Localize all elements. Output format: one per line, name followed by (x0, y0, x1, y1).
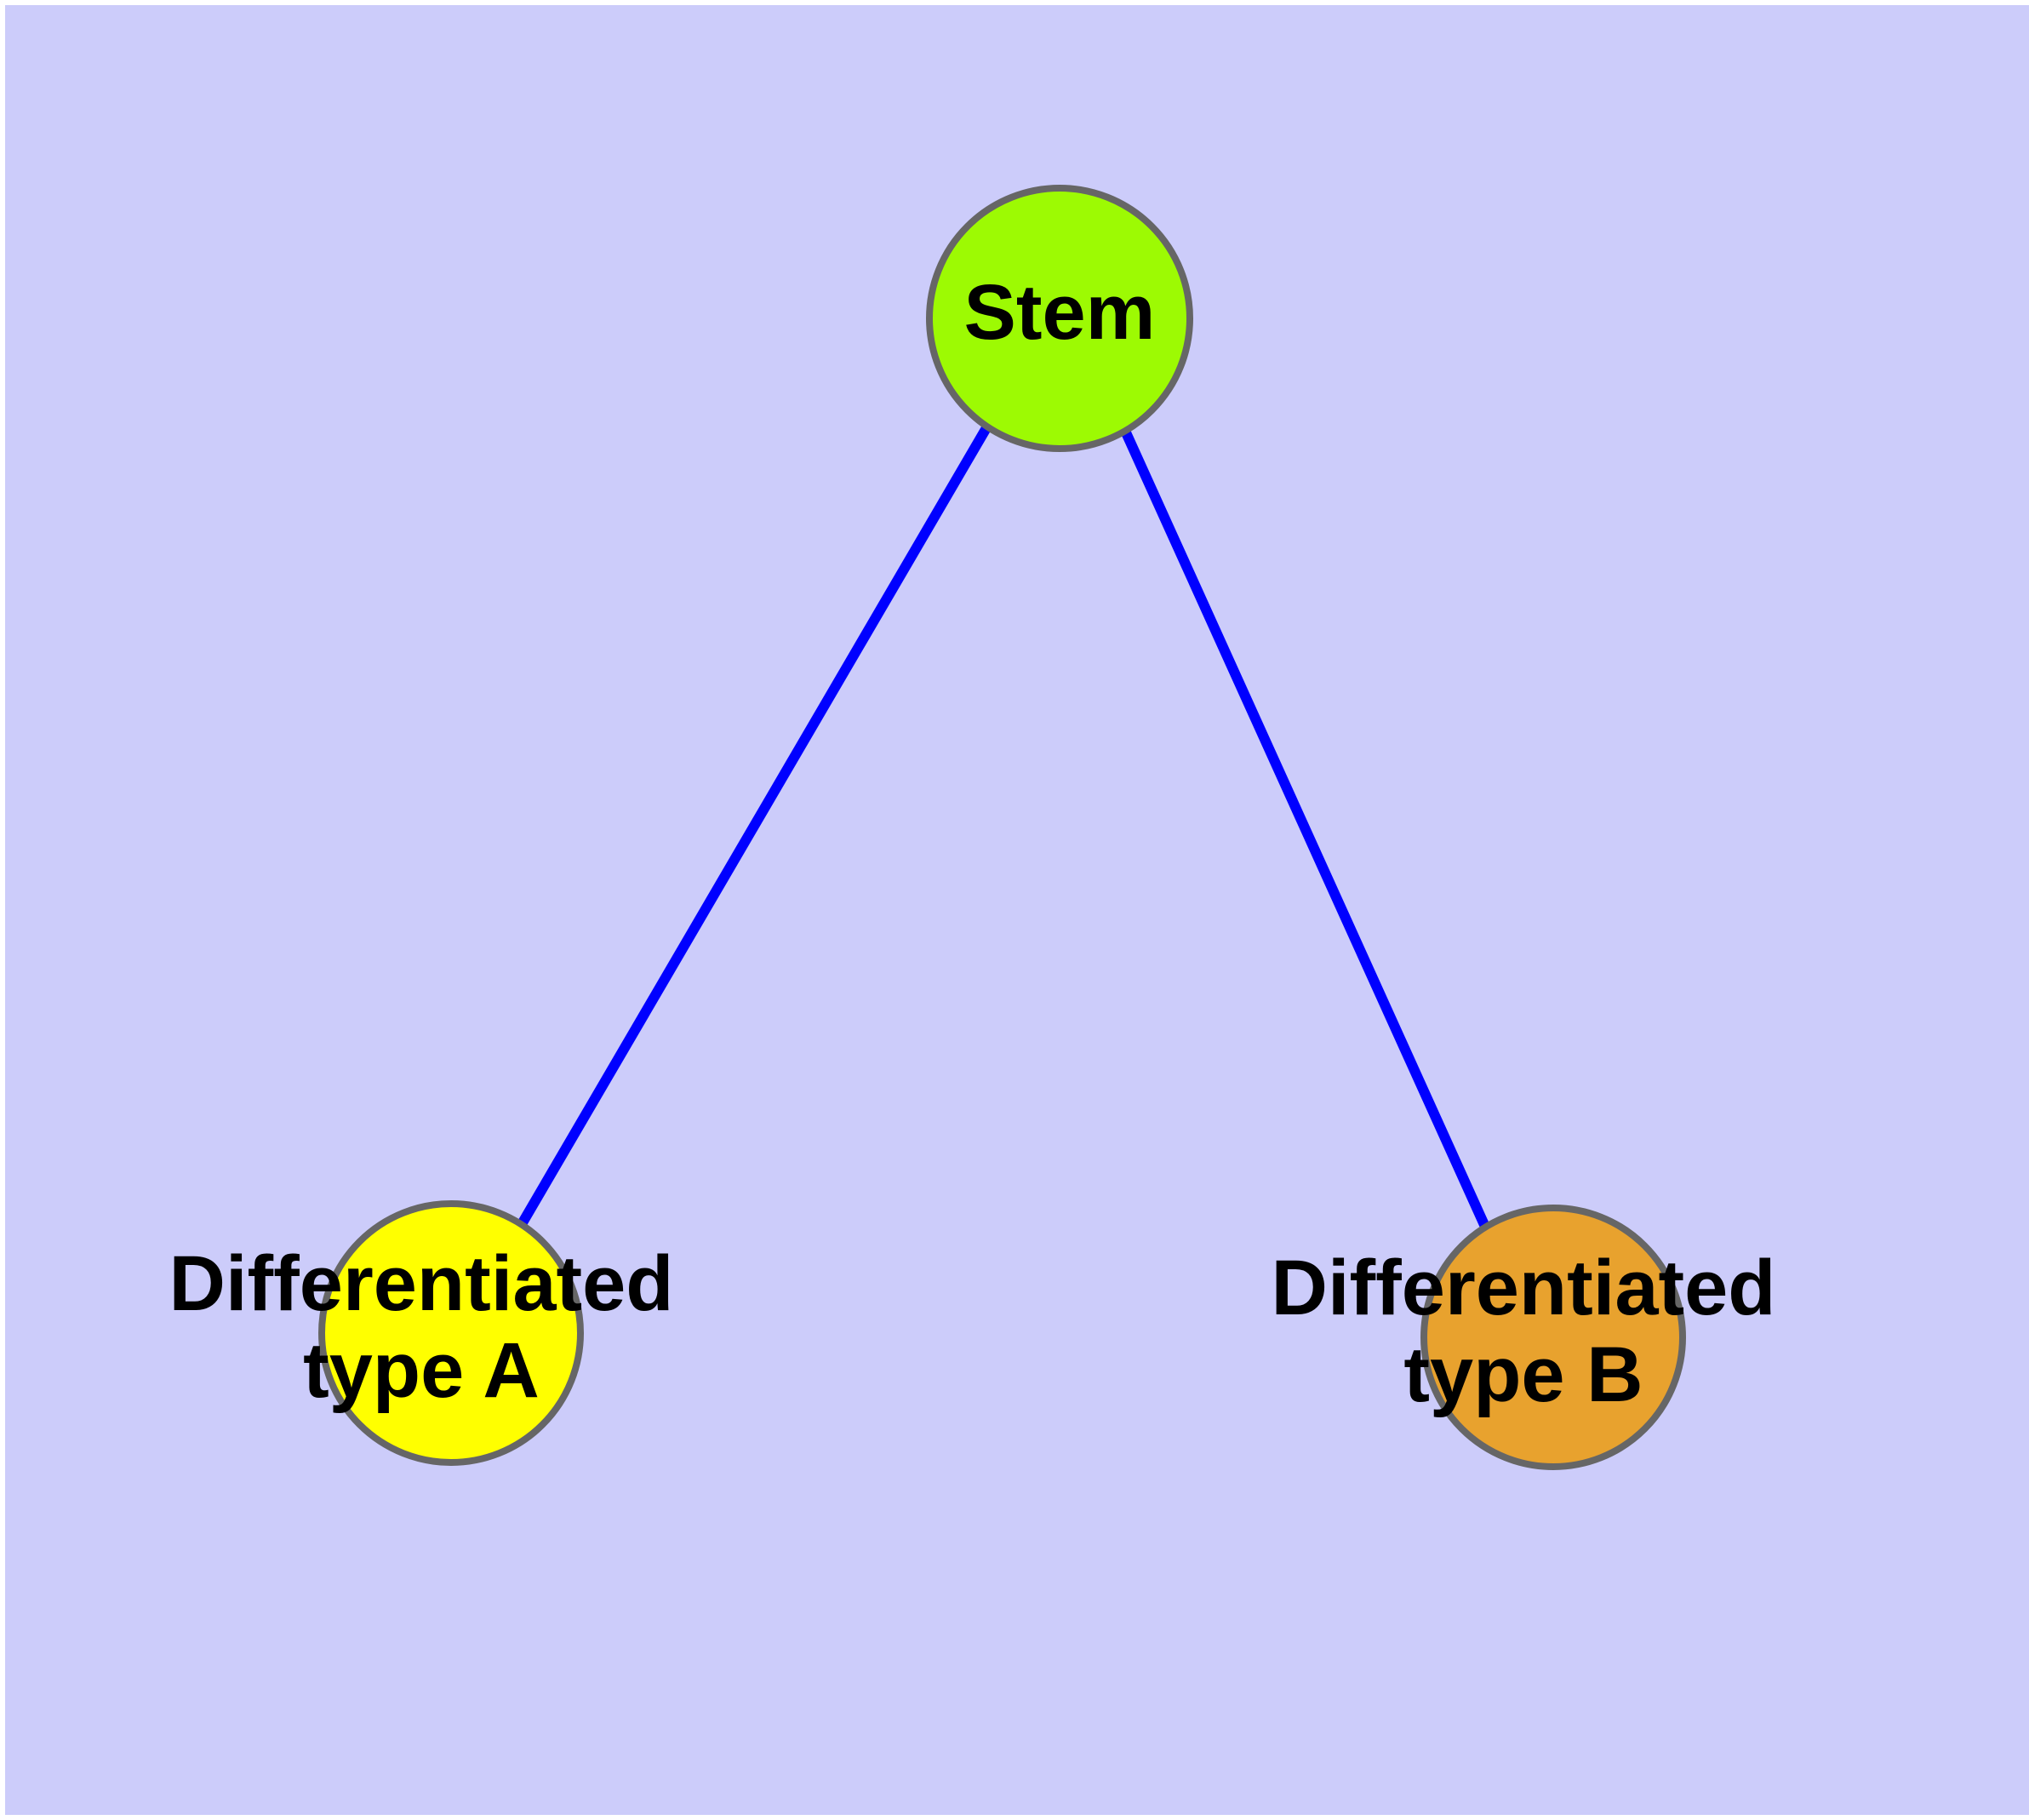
edge-stem-diff-b (1120, 428, 1490, 1229)
node-label-line: type A (303, 1327, 540, 1414)
node-label-line: Differentiated (169, 1240, 674, 1327)
edge-stem-diff-a (517, 423, 992, 1228)
node-label-line: Differentiated (1272, 1245, 1776, 1331)
node-label-stem: Stem (964, 269, 1156, 356)
edges-layer (517, 423, 1490, 1229)
node-label-line: Stem (964, 269, 1156, 356)
node-diff_b[interactable] (1420, 1205, 1686, 1470)
nodes-layer (318, 185, 1686, 1470)
node-diff_a[interactable] (318, 1200, 584, 1466)
node-stem[interactable] (926, 185, 1193, 452)
node-label-line: type B (1403, 1331, 1643, 1418)
